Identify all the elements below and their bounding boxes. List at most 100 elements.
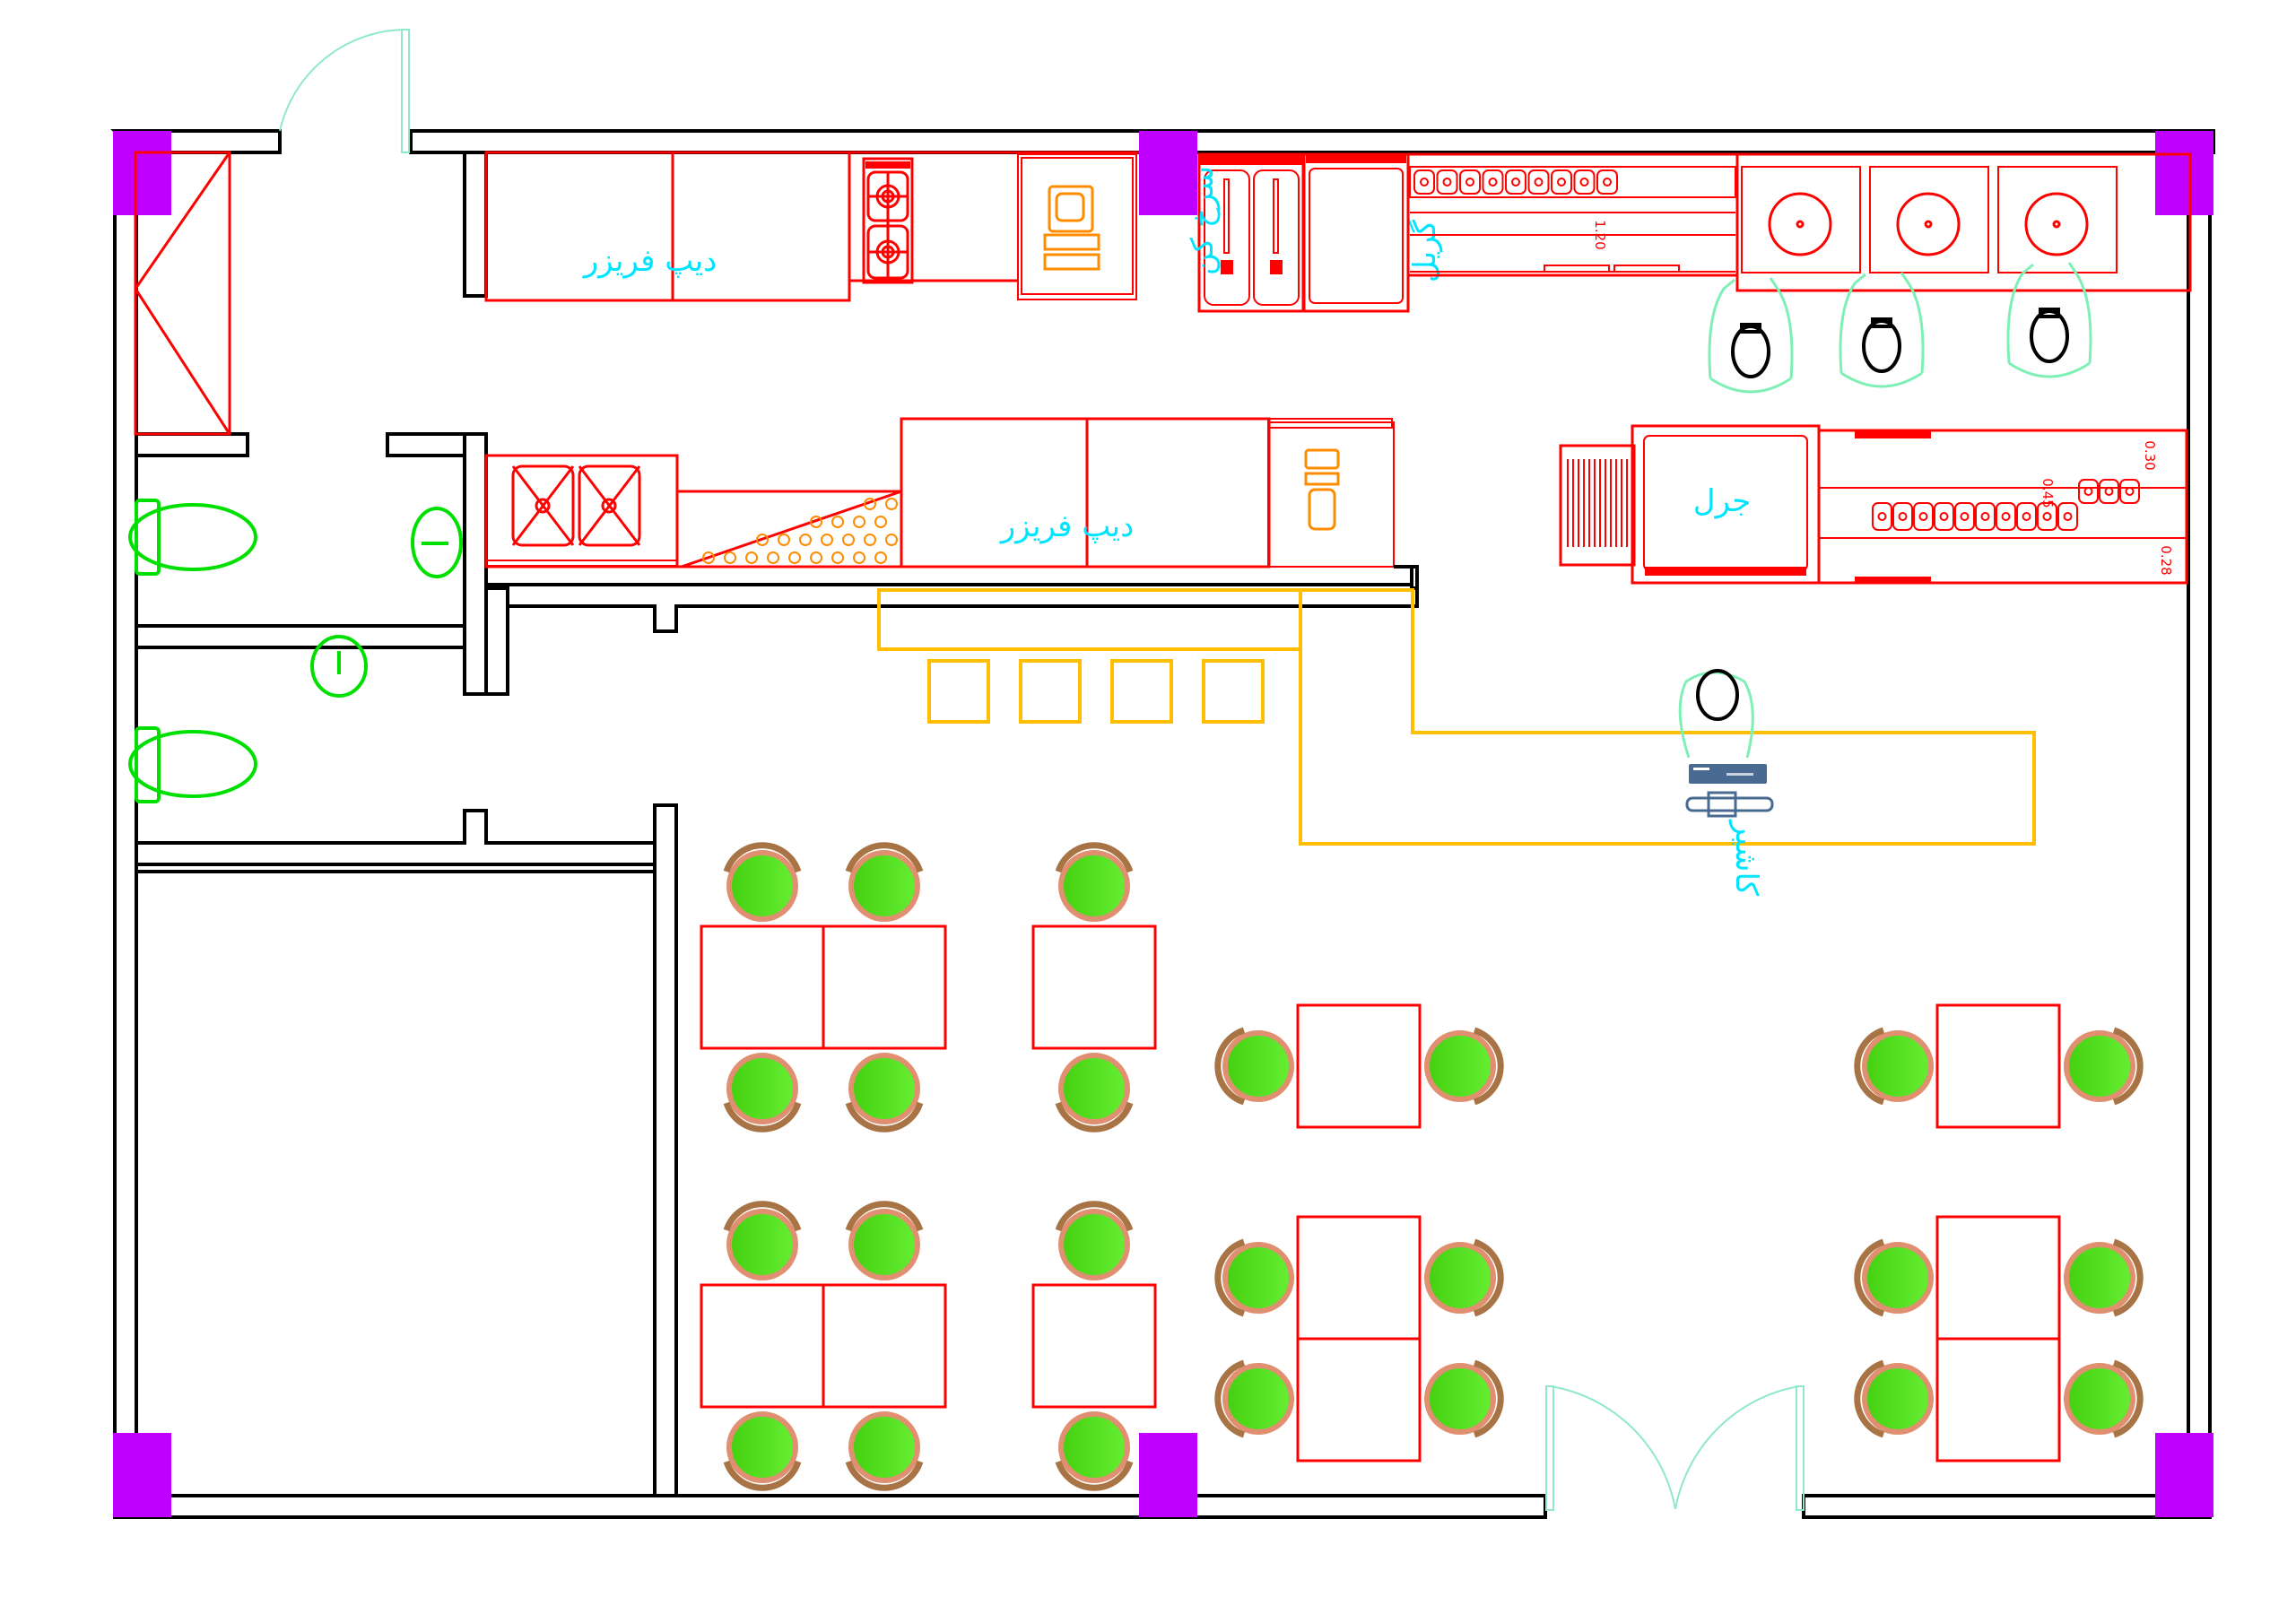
bain-pan-center [1939, 512, 1949, 521]
stove-backsplash [865, 161, 910, 169]
dining-table [1296, 1003, 1422, 1129]
bain-pan-center [1960, 512, 1970, 521]
chair [845, 1053, 924, 1133]
sink-basin [310, 635, 368, 698]
bain-pan [1913, 502, 1934, 531]
kettle-center [1924, 220, 1933, 229]
drain-2 [601, 498, 617, 514]
wall-end [1410, 565, 1419, 590]
bar-stool [1019, 659, 1082, 724]
hatch-hex [864, 534, 876, 546]
gn-pan-rail [1409, 166, 1736, 198]
column [2155, 131, 2213, 215]
staff-body [2006, 262, 2092, 378]
gn-pan [1527, 169, 1550, 195]
chair [1055, 842, 1134, 922]
l-shaped-counter [1299, 588, 2036, 846]
grill-front-rail [1645, 567, 1806, 576]
chair-back [1055, 1201, 1134, 1232]
char-grill-line: جرل 0.45 0.30 0.28 [1559, 424, 2188, 585]
staff-cap [1871, 317, 1892, 328]
basin-2 [578, 464, 641, 547]
dimension-label: 1.20 [1592, 220, 1608, 249]
staff-figure [1708, 277, 1794, 394]
fryer-top-bar [1199, 154, 1303, 165]
chair-seat [848, 1411, 920, 1483]
chair-seat [2064, 1363, 2135, 1435]
chair [1424, 1238, 1504, 1317]
chair-seat [726, 1209, 798, 1280]
bain-pan-center [1898, 512, 1908, 521]
dining-table [822, 924, 947, 1050]
hatch-hex [810, 551, 822, 564]
toilet-bowl [128, 503, 257, 571]
bain-pan [1954, 502, 1975, 531]
chair-back [2112, 1238, 2144, 1317]
chair [845, 1411, 924, 1491]
dimension-label: 0.45 [2039, 478, 2056, 508]
hatch-hex [864, 498, 876, 510]
chair [1424, 1359, 1504, 1438]
chair [1424, 1027, 1504, 1106]
bain-pan [2037, 502, 2057, 531]
drain-1 [535, 498, 551, 514]
bain-pan [2099, 479, 2119, 504]
chair-back [1854, 1359, 1885, 1438]
grill-label: جرل [1693, 483, 1751, 519]
interior-walls [135, 151, 1419, 1497]
gn-pan [1573, 169, 1596, 195]
bain-pan-center [1980, 512, 1990, 521]
gn-pan [1459, 169, 1481, 195]
chair-back [845, 1101, 924, 1133]
bain-pan [1872, 502, 1892, 531]
gn-pan [1413, 169, 1435, 195]
shelf-outline [134, 151, 231, 436]
chair-back [1854, 1027, 1885, 1106]
staff-figure [1678, 669, 1754, 759]
griddle-backsplash [1306, 154, 1406, 163]
kettle [1768, 192, 1832, 256]
bain-pan [1975, 502, 1996, 531]
drawer-handle [1613, 265, 1680, 273]
chair-seat [848, 1209, 920, 1280]
dimension-label: 0.28 [2158, 545, 2174, 575]
chair-back [1473, 1027, 1504, 1106]
chair-back [723, 1201, 802, 1232]
chair-back [1214, 1238, 1246, 1317]
back-door[interactable] [279, 28, 410, 153]
bain-pan [2057, 502, 2078, 531]
door-swing-arc [279, 28, 409, 132]
staff-cap [2039, 308, 2060, 318]
hatch-hex [788, 551, 801, 564]
basin-1 [511, 464, 575, 547]
mixer-base-2 [1043, 253, 1100, 271]
sink-unit [484, 454, 679, 568]
hatch-hex [874, 516, 887, 528]
chair [845, 842, 924, 922]
kettle-center [1796, 220, 1805, 229]
gn-pans [1413, 169, 1618, 195]
top-deep-freezer: دیپ فریزر [484, 151, 851, 302]
mixer-base-1 [1304, 448, 1340, 470]
fryer-handle-1 [1223, 178, 1230, 254]
chair-back [2112, 1359, 2144, 1438]
wall-restroom-top-a [135, 432, 249, 457]
dining-table [1031, 924, 1157, 1050]
stove-body [862, 157, 914, 284]
chair-seat [1058, 850, 1130, 922]
chair-back [1055, 842, 1134, 873]
main-entrance-double-door[interactable] [1545, 1385, 1805, 1511]
top-prep-counter: 1.20 [1406, 152, 1739, 277]
bain-pan [1892, 502, 1913, 531]
station-cabinet [1017, 153, 1137, 300]
hatch-hex [821, 534, 833, 546]
restroom-fixtures [128, 499, 463, 803]
staff-head [1731, 325, 1770, 378]
hatch-hex [724, 551, 736, 564]
sink-1 [411, 507, 463, 578]
bar-stool [927, 659, 990, 724]
hatch-hex [842, 534, 855, 546]
dining-area [700, 842, 2144, 1491]
top-griddle: گریل [1302, 152, 1443, 313]
gn-pan [1505, 169, 1526, 195]
